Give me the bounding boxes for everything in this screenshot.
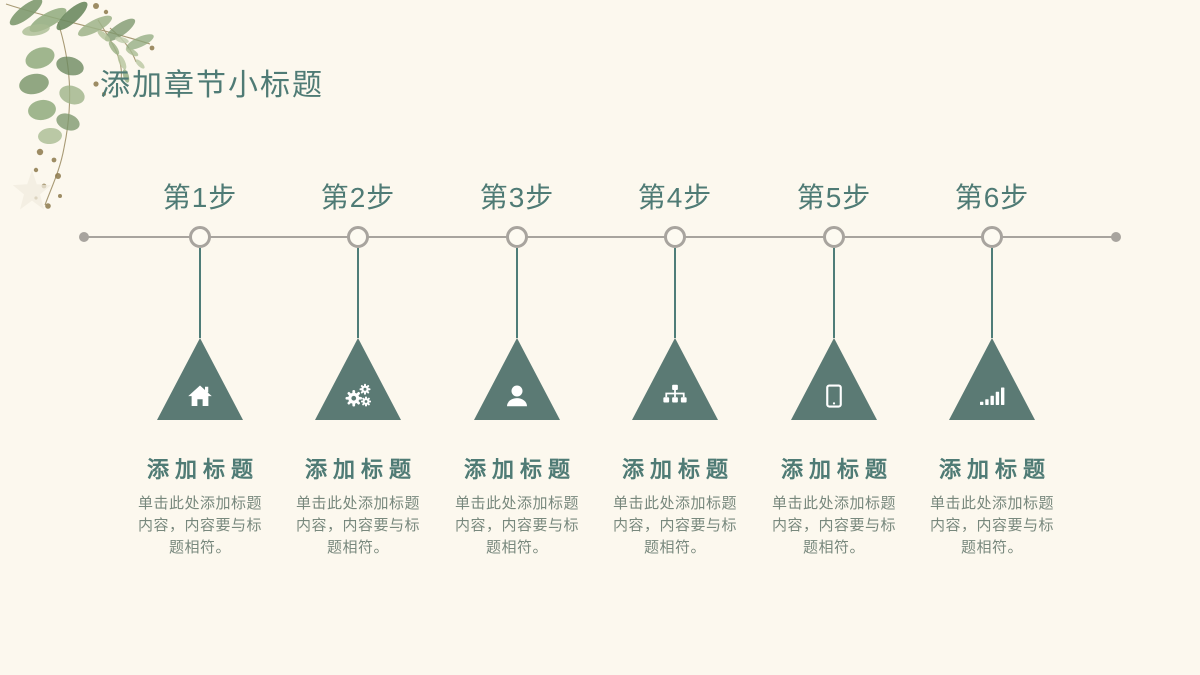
step-triangle <box>474 338 560 420</box>
step-label: 第5步 <box>796 182 872 213</box>
step-triangle <box>949 338 1035 420</box>
step-heading: 添加标题 <box>463 457 576 482</box>
step-column-1: 第1步 添加标题 单击此处添加标题内容，内容要与标题相符。 <box>120 182 280 559</box>
step-heading: 添加标题 <box>304 457 417 482</box>
step-column-6: 第6步 添加标题 单击此处添加标题内容，内容要与标题相符。 <box>912 182 1072 559</box>
step-label: 第1步 <box>162 182 238 213</box>
connector-line <box>516 248 518 338</box>
step-body: 单击此处添加标题内容，内容要与标题相符。 <box>454 495 579 556</box>
timeline-end-dot <box>1111 232 1121 242</box>
sitemap-icon <box>663 384 687 403</box>
connector-line <box>674 248 676 338</box>
timeline-node <box>189 226 211 248</box>
signal-bars-icon <box>980 387 1005 405</box>
timeline-start-dot <box>79 232 89 242</box>
step-column-3: 第3步 添加标题 单击此处添加标题内容，内容要与标题相符。 <box>437 182 597 559</box>
gears-icon <box>345 383 371 407</box>
connector-line <box>991 248 993 338</box>
timeline-node <box>981 226 1003 248</box>
connector-line <box>833 248 835 338</box>
step-body: 单击此处添加标题内容，内容要与标题相符。 <box>929 495 1054 556</box>
step-triangle <box>632 338 718 420</box>
timeline-node <box>347 226 369 248</box>
step-label: 第6步 <box>954 182 1030 213</box>
timeline-node <box>506 226 528 248</box>
step-column-2: 第2步 <box>278 182 438 559</box>
step-body: 单击此处添加标题内容，内容要与标题相符。 <box>137 495 262 556</box>
step-body: 单击此处添加标题内容，内容要与标题相符。 <box>295 495 420 556</box>
step-heading: 添加标题 <box>146 457 259 482</box>
step-triangle <box>791 338 877 420</box>
step-column-4: 第4步 添加标题 单击此处添加标题内容，内容要与标题相符。 <box>595 182 755 559</box>
tablet-icon <box>826 384 842 408</box>
slide-title: 添加章节小标题 <box>100 69 324 102</box>
timeline-node <box>664 226 686 248</box>
step-label: 第2步 <box>320 182 396 213</box>
star-watermark <box>12 170 52 210</box>
step-triangle <box>315 338 401 420</box>
step-triangle <box>157 338 243 420</box>
home-icon <box>188 385 212 406</box>
step-heading: 添加标题 <box>780 457 893 482</box>
timeline-node <box>823 226 845 248</box>
step-label: 第4步 <box>637 182 713 213</box>
connector-line <box>199 248 201 338</box>
step-column-5: 第5步 添加标题 单击此处添加标题内容，内容要与标题相符。 <box>754 182 914 559</box>
user-icon <box>507 385 527 407</box>
step-body: 单击此处添加标题内容，内容要与标题相符。 <box>771 495 896 556</box>
step-heading: 添加标题 <box>621 457 734 482</box>
timeline-line <box>79 232 1121 242</box>
step-label: 第3步 <box>479 182 555 213</box>
step-body: 单击此处添加标题内容，内容要与标题相符。 <box>612 495 737 556</box>
step-heading: 添加标题 <box>938 457 1051 482</box>
connector-line <box>357 248 359 338</box>
